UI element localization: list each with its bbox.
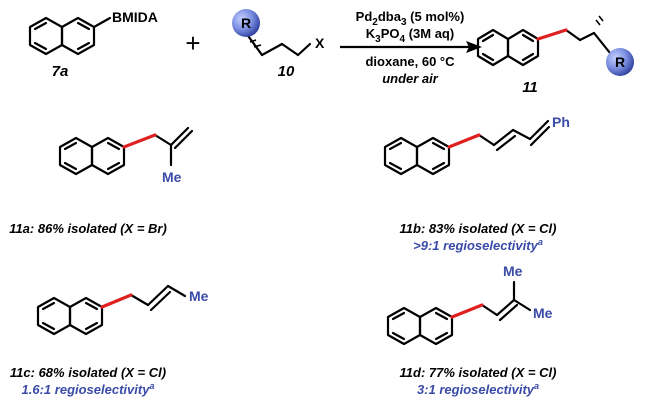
r-sphere-icon: [232, 9, 260, 37]
product-11-alkene-hash: [595, 15, 604, 26]
product-11b-structure: [383, 119, 551, 176]
product-11c-methyl-label: Me: [189, 288, 209, 304]
product-11c-caption: 11c: 68% isolated (X = Cl): [10, 365, 166, 380]
product-11-new-bond: [536, 28, 568, 41]
solvent-temperature: dioxane, 60 °C: [365, 54, 455, 69]
product-11c-regioselectivity: 1.6:1 regioselectivitya: [22, 381, 155, 397]
reagent-10-structure: [244, 31, 312, 57]
product-11-r-label: R: [615, 54, 625, 70]
base-conditions: K3PO4 (3M aq): [366, 26, 454, 45]
product-11-id: 11: [522, 79, 538, 96]
product-11d-structure: [386, 280, 532, 346]
product-11a-methyl-label: Me: [162, 169, 182, 185]
alkene-hash: [249, 39, 262, 48]
reagent-10-r-label: R: [241, 15, 251, 31]
catalyst-conditions: Pd2dba3 (5 mol%): [356, 9, 465, 28]
product-11a-structure: [58, 126, 194, 176]
product-11d-methyl-label-right: Me: [533, 305, 553, 321]
reaction-arrow: [340, 41, 482, 53]
product-11d-caption: 11d: 77% isolated (X = Cl): [400, 365, 557, 380]
reagent-7a-structure: [28, 16, 112, 56]
product-r-sphere-icon: [606, 48, 634, 76]
product-11b-regioselectivity: >9:1 regioselectivitya: [413, 237, 543, 253]
product-11b-phenyl-label: Ph: [552, 114, 570, 130]
product-11d-new-bond: [450, 303, 484, 319]
product-11a-new-bond: [122, 133, 157, 149]
product-11b-new-bond: [447, 133, 481, 149]
product-11a-caption: 11a: 86% isolated (X = Br): [9, 221, 167, 236]
reagent-7a-id: 7a: [52, 63, 69, 80]
product-11c-new-bond: [100, 293, 133, 309]
product-11d-methyl-label-top: Me: [503, 263, 523, 279]
reagent-10-id: 10: [278, 63, 295, 80]
product-11-structure: [476, 28, 616, 67]
product-11b-caption: 11b: 83% isolated (X = Cl): [400, 221, 557, 236]
product-11c-structure: [36, 284, 187, 336]
atmosphere-conditions: under air: [382, 71, 439, 86]
product-11d-regioselectivity: 3:1 regioselectivitya: [417, 381, 539, 397]
plus-sign: +: [185, 28, 200, 58]
bmida-label: BMIDA: [112, 9, 158, 25]
leaving-group-x-label: X: [315, 35, 325, 51]
